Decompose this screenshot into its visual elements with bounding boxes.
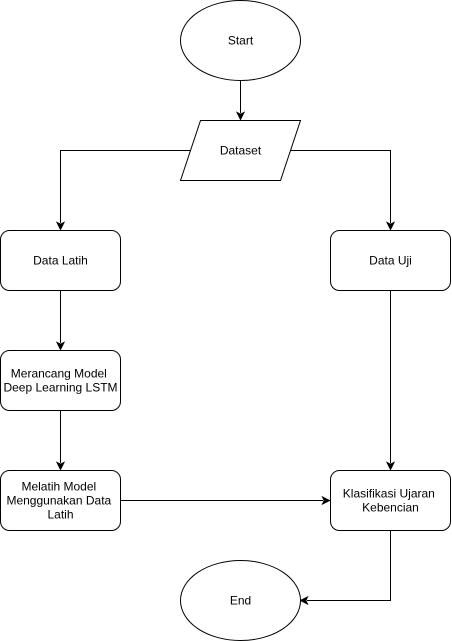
merancang-model-label-line-2: Deep Learning LSTM	[3, 381, 117, 395]
melatih-model-label-line-1: Melatih Model	[21, 480, 96, 494]
start-label-line: Start	[228, 34, 254, 48]
merancang-model-label: Merancang Model Deep Learning LSTM	[3, 367, 117, 395]
start-node: Start	[180, 0, 301, 81]
dataset-node: Dataset	[179, 120, 302, 181]
edge-data-uji-to-klasifikasi-arrowhead	[385, 461, 396, 471]
merancang-model-label-line-1: Merancang Model	[11, 367, 107, 381]
edge-melatih-to-klasifikasi-arrowhead	[321, 495, 331, 506]
dataset-label: Dataset	[220, 144, 262, 158]
melatih-model-label: Melatih Model Menggunakan Data Latih	[6, 480, 114, 522]
klasifikasi-node: Klasifikasi Ujaran Kebencian	[330, 470, 451, 531]
start-label: Start	[228, 34, 254, 48]
dataset-label-line: Dataset	[220, 144, 262, 158]
data-uji-label: Data Uji	[369, 254, 412, 268]
klasifikasi-label: Klasifikasi Ujaran Kebencian	[343, 487, 438, 515]
edge-start-to-dataset-arrowhead	[235, 111, 246, 121]
edge-klasifikasi-to-end-arrowhead	[299, 595, 309, 606]
edge-dataset-to-data-uji	[288, 150, 391, 223]
edge-dataset-to-data-latih-arrowhead	[55, 221, 66, 231]
data-uji-label-line: Data Uji	[369, 254, 412, 268]
melatih-model-label-line-2: Menggunakan Data	[6, 494, 111, 508]
edge-dataset-to-data-uji-arrowhead	[385, 221, 396, 231]
data-latih-node: Data Latih	[0, 230, 121, 291]
end-label: End	[230, 594, 251, 608]
edge-klasifikasi-to-end	[307, 530, 391, 601]
merancang-model-node: Merancang Model Deep Learning LSTM	[0, 350, 121, 411]
edge-dataset-to-data-latih	[60, 150, 195, 223]
edge-merancang-to-melatih-arrowhead	[55, 461, 66, 471]
edge-data-latih-to-merancang-arrowhead	[55, 341, 66, 351]
end-node: End	[180, 560, 301, 641]
end-label-line: End	[230, 594, 251, 608]
klasifikasi-label-line-1: Klasifikasi Ujaran	[343, 487, 435, 501]
klasifikasi-label-line-2: Kebencian	[362, 501, 419, 515]
data-latih-label-line: Data Latih	[33, 254, 88, 268]
data-latih-label: Data Latih	[33, 254, 88, 268]
melatih-model-label-line-3: Latih	[47, 508, 73, 522]
data-uji-node: Data Uji	[330, 230, 451, 291]
melatih-model-node: Melatih Model Menggunakan Data Latih	[0, 470, 121, 531]
